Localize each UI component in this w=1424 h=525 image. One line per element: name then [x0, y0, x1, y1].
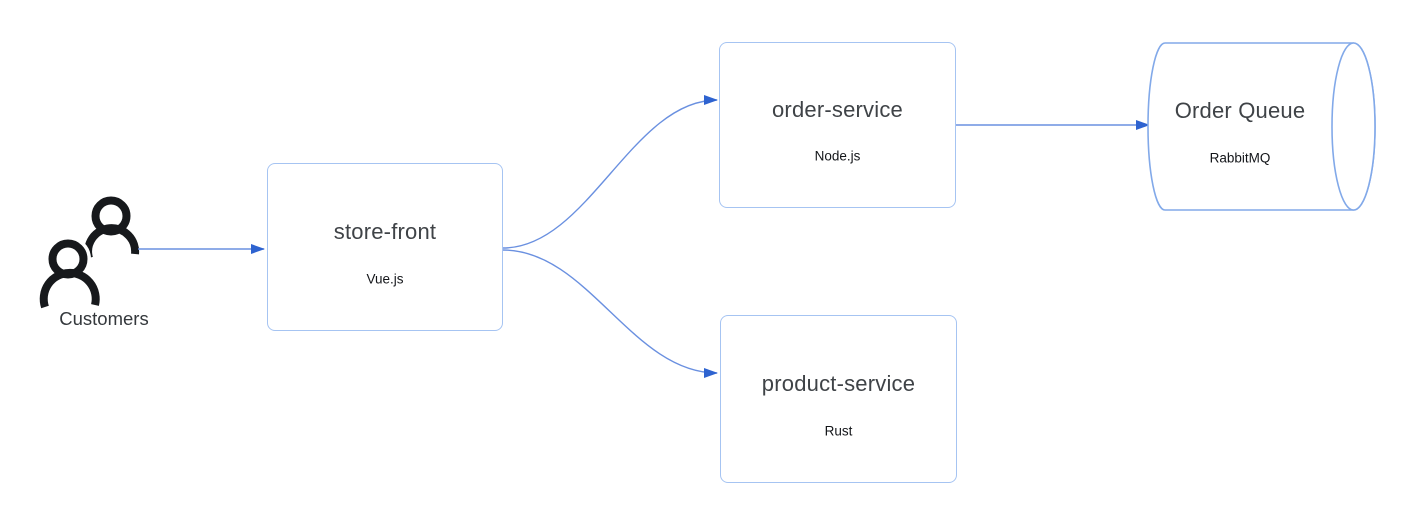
customers-label: Customers — [59, 308, 149, 329]
node-subtitle: Node.js — [814, 148, 861, 164]
cylinder-cap — [1331, 42, 1376, 211]
node-store-front: store-front Vue.js — [267, 163, 503, 331]
node-subtitle: RabbitMQ — [1209, 150, 1271, 166]
node-title: store-front — [333, 219, 437, 245]
node-order-service: order-service Node.js — [719, 42, 956, 208]
node-title: product-service — [761, 371, 916, 397]
node-subtitle: Rust — [824, 423, 853, 439]
edge-storefront-to-orderservice — [502, 95, 718, 249]
customers-icon — [36, 196, 140, 310]
person-back-shoulders — [84, 224, 140, 260]
node-subtitle: Vue.js — [366, 271, 404, 287]
order-queue-cylinder-shape — [1147, 42, 1376, 211]
node-product-service: product-service Rust — [720, 315, 957, 483]
person-front-shoulders — [39, 268, 100, 309]
node-title: Order Queue — [1174, 98, 1306, 124]
edge-storefront-to-productservice — [502, 249, 718, 378]
node-title: order-service — [772, 97, 903, 123]
node-order-queue: Order Queue RabbitMQ — [1152, 43, 1328, 210]
